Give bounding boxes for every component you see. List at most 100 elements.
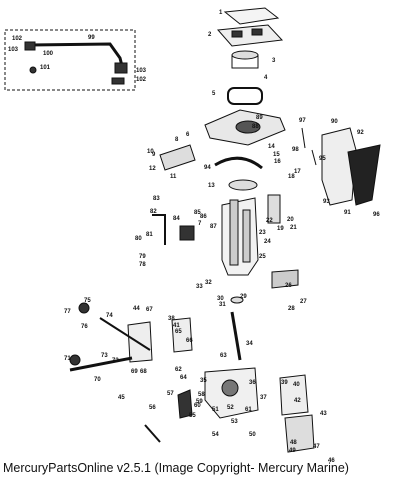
callout-84: 84	[173, 216, 180, 222]
callout-35: 35	[200, 378, 207, 384]
callout-65: 65	[175, 329, 182, 335]
callout-51: 51	[212, 407, 219, 413]
inset-clip	[114, 62, 128, 74]
callout-47: 47	[313, 444, 320, 450]
callout-56: 56	[149, 405, 156, 411]
callout-49: 49	[289, 448, 296, 454]
driveshaft-housing	[221, 197, 259, 276]
callout-7: 7	[198, 221, 202, 227]
throttle-cam	[179, 225, 195, 241]
callout-76: 76	[81, 324, 88, 330]
callout-11: 11	[170, 174, 177, 180]
callout-42: 42	[294, 398, 301, 404]
callout-38: 38	[168, 316, 175, 322]
callout-74: 74	[106, 313, 113, 319]
callout-83: 83	[153, 196, 160, 202]
callout-69: 69	[131, 369, 138, 375]
callout-6: 6	[186, 132, 190, 138]
callout-4: 4	[264, 75, 268, 81]
callout-29: 29	[240, 294, 247, 300]
callout-85: 85	[194, 210, 201, 216]
callout-34: 34	[246, 341, 253, 347]
callout-98: 98	[292, 147, 299, 153]
callout-72: 72	[112, 358, 119, 364]
callout-87: 87	[210, 224, 217, 230]
callout-101: 101	[40, 65, 51, 71]
callout-13: 13	[208, 183, 215, 189]
callout-53: 53	[231, 419, 238, 425]
top-cover	[216, 24, 284, 47]
callout-67: 67	[146, 307, 153, 313]
callout-94: 94	[204, 165, 211, 171]
callout-54: 54	[212, 432, 219, 438]
callout-86: 86	[200, 214, 207, 220]
callout-8: 8	[175, 137, 179, 143]
callout-55: 55	[189, 413, 196, 419]
ring	[228, 179, 258, 191]
callout-43: 43	[320, 411, 327, 417]
callout-99: 99	[88, 35, 95, 41]
callout-48: 48	[290, 440, 297, 446]
callout-103: 103	[136, 68, 147, 74]
callout-3: 3	[272, 58, 276, 64]
callout-12: 12	[149, 166, 156, 172]
callout-80: 80	[135, 236, 142, 242]
callout-40: 40	[293, 382, 300, 388]
callout-102: 102	[136, 77, 147, 83]
inset-box	[4, 29, 136, 91]
callout-52: 52	[227, 405, 234, 411]
callout-75: 75	[84, 298, 91, 304]
callout-18: 18	[288, 174, 295, 180]
callout-93: 93	[323, 199, 330, 205]
callout-78: 78	[139, 262, 146, 268]
callout-79: 79	[139, 254, 146, 260]
callout-60: 60	[194, 403, 201, 409]
callout-70: 70	[94, 377, 101, 383]
callout-100: 100	[43, 51, 54, 57]
seal	[214, 156, 263, 170]
callout-16: 16	[274, 159, 281, 165]
callout-44: 44	[133, 306, 140, 312]
callout-33: 33	[196, 284, 203, 290]
callout-61: 61	[245, 407, 252, 413]
callout-30: 30	[217, 296, 224, 302]
callout-66: 66	[186, 338, 193, 344]
callout-81: 81	[146, 232, 153, 238]
callout-14: 14	[268, 144, 275, 150]
callout-59: 59	[196, 399, 203, 405]
callout-58: 58	[198, 392, 205, 398]
callout-88: 88	[252, 124, 259, 130]
callout-89: 89	[256, 115, 263, 121]
callout-15: 15	[273, 152, 280, 158]
callout-64: 64	[180, 375, 187, 381]
callout-32: 32	[205, 280, 212, 286]
callout-39: 39	[281, 380, 288, 386]
callout-31: 31	[219, 302, 226, 308]
copyright-caption: MercuryPartsOnline v2.5.1 (Image Copyrig…	[3, 461, 349, 475]
callout-92: 92	[357, 130, 364, 136]
callout-57: 57	[167, 391, 174, 397]
callout-25: 25	[259, 254, 266, 260]
callout-77: 77	[64, 309, 71, 315]
callout-97: 97	[299, 118, 306, 124]
callout-71: 71	[64, 356, 71, 362]
callout-102: 102	[12, 36, 23, 42]
right-bracket	[279, 374, 309, 416]
callout-96: 96	[373, 212, 380, 218]
callout-9: 9	[152, 152, 156, 158]
callout-46: 46	[328, 458, 335, 464]
callout-95: 95	[319, 156, 326, 162]
callout-28: 28	[288, 306, 295, 312]
callout-73: 73	[101, 353, 108, 359]
shift-link-rod	[29, 42, 124, 67]
shift-block	[127, 321, 153, 363]
callout-62: 62	[175, 367, 182, 373]
callout-103: 103	[8, 47, 19, 53]
callout-90: 90	[331, 119, 338, 125]
callout-91: 91	[344, 210, 351, 216]
callout-20: 20	[287, 217, 294, 223]
swivel-bracket	[321, 127, 357, 206]
callout-45: 45	[118, 395, 125, 401]
